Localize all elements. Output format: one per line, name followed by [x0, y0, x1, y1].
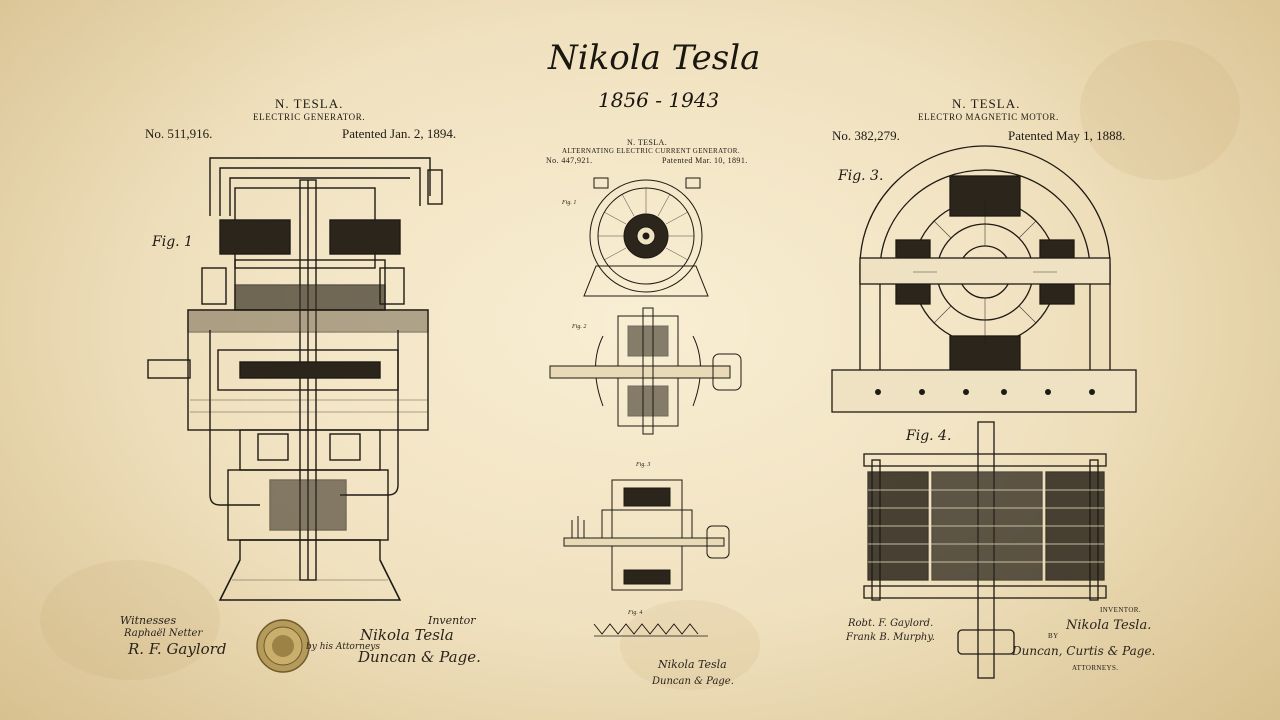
left-inventor-signature: Nikola Tesla: [360, 626, 454, 644]
right-witness-1: Robt. F. Gaylord.: [848, 618, 934, 629]
center-fig-1-label: Fig. 1: [562, 200, 577, 206]
electro-magnetic-motor-drawing: [831, 145, 1137, 413]
right-witness-2: Frank B. Murphy.: [846, 632, 935, 643]
motor-side-view-drawing: [863, 421, 1107, 679]
left-witnesses-label: Witnesses: [120, 614, 177, 627]
left-patent-name: ELECTRIC GENERATOR.: [253, 112, 366, 122]
right-patent-number: No. 382,279.: [832, 128, 900, 143]
left-witness-1: Raphaël Netter: [124, 628, 203, 639]
alternator-section-drawing: [549, 307, 742, 435]
left-patent-inventor: N. TESLA.: [275, 96, 344, 111]
left-fig-label: Fig. 1: [152, 234, 193, 250]
left-patent-date: Patented Jan. 2, 1894.: [342, 126, 457, 141]
center-fig-3-label: Fig. 3: [636, 462, 651, 468]
center-patent-inventor: N. TESLA.: [627, 138, 668, 147]
left-inventor-label: Inventor: [428, 614, 476, 627]
right-fig-4-label: Fig. 4.: [906, 428, 952, 444]
electric-generator-drawing: [147, 157, 443, 601]
alternator-front-drawing: [583, 177, 709, 297]
right-fig-3-label: Fig. 3.: [838, 168, 884, 184]
left-attorneys-label: by his Attorneys: [306, 642, 380, 652]
center-fig-4-label: Fig. 4: [628, 610, 643, 616]
poster-title: Nikola Tesla: [548, 38, 761, 78]
left-attorneys-signature: Duncan & Page.: [358, 648, 481, 666]
paper-stain: [620, 600, 760, 690]
center-inventor-signature: Nikola Tesla: [658, 658, 727, 671]
left-witness-2: R. F. Gaylord: [128, 640, 227, 658]
center-patent-date: Patented Mar. 10, 1891.: [662, 156, 748, 165]
right-inventor-label: INVENTOR.: [1100, 606, 1141, 614]
paper-stain: [1080, 40, 1240, 180]
center-patent-number: No. 447,921.: [546, 156, 593, 165]
left-patent-number: No. 511,916.: [145, 126, 213, 141]
right-patent-name: ELECTRO MAGNETIC MOTOR.: [918, 112, 1059, 122]
right-attorneys-signature: Duncan, Curtis & Page.: [1012, 644, 1156, 658]
right-by-label: BY: [1048, 632, 1059, 640]
right-patent-date: Patented May 1, 1888.: [1008, 128, 1126, 143]
patent-seal-icon: [256, 619, 310, 673]
paper-stain: [40, 560, 220, 680]
right-attorneys-label: ATTORNEYS.: [1072, 664, 1119, 672]
poster-years: 1856 - 1943: [598, 88, 720, 112]
center-patent-name: ALTERNATING ELECTRIC CURRENT GENERATOR.: [562, 147, 741, 155]
alternator-side-drawing: [563, 479, 730, 591]
zigzag-winding-drawing: [593, 623, 708, 637]
right-inventor-signature: Nikola Tesla.: [1066, 618, 1152, 633]
center-attorneys-signature: Duncan & Page.: [652, 676, 734, 687]
center-fig-2-label: Fig. 2: [572, 324, 587, 330]
right-patent-inventor: N. TESLA.: [952, 96, 1021, 111]
